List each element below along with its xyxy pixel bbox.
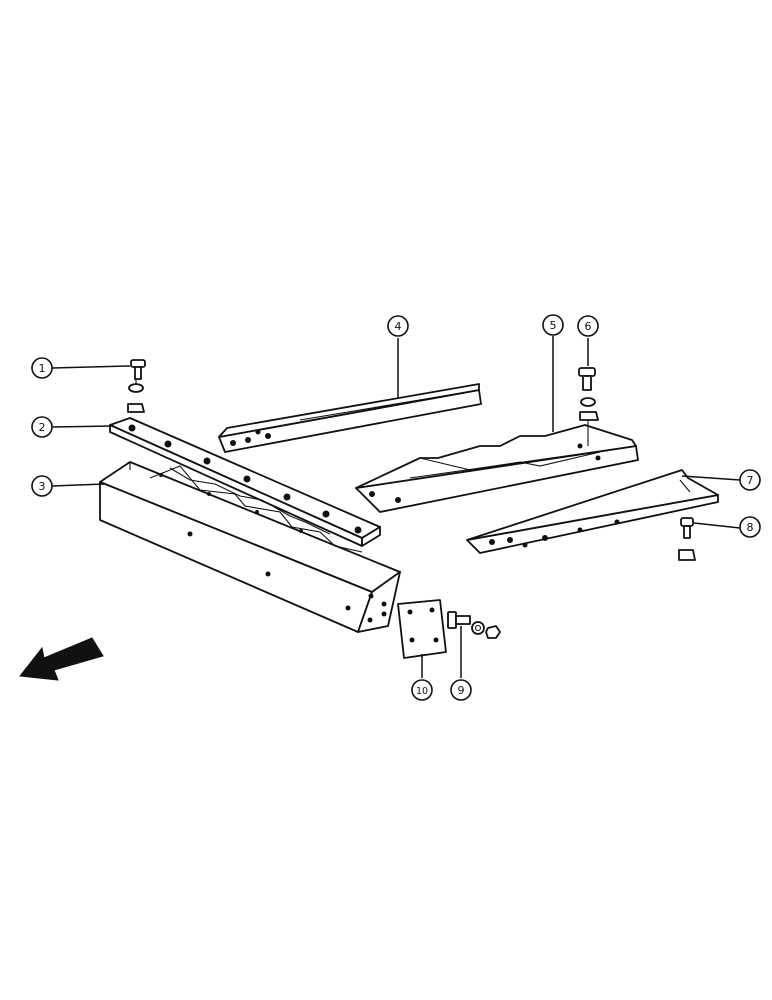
callout-1: 1 xyxy=(31,357,53,379)
callout-circle xyxy=(31,475,53,497)
callout-8: 8 xyxy=(739,516,761,538)
rail-right-part xyxy=(466,469,719,554)
leader-lines xyxy=(51,336,741,678)
callout-label: 2 xyxy=(39,421,46,434)
callout-6: 6 xyxy=(577,315,599,337)
callout-circle xyxy=(577,315,599,337)
callout-circle xyxy=(387,315,409,337)
callout-label: 9 xyxy=(458,684,465,697)
bolt-right-part xyxy=(678,517,696,561)
callout-circle xyxy=(31,357,53,379)
bolt-end-part xyxy=(447,611,501,639)
callout-label: 7 xyxy=(747,474,754,487)
beam-part xyxy=(99,461,401,633)
callout-circle xyxy=(450,679,472,701)
callout-label: 8 xyxy=(747,521,754,534)
arrow-icon xyxy=(19,637,104,681)
callout-circle xyxy=(542,314,564,336)
callout-circle xyxy=(739,469,761,491)
callout-label: 4 xyxy=(395,320,402,333)
callout-10: 10 xyxy=(411,679,433,701)
rail-center-part xyxy=(355,424,639,513)
callout-label: 10 xyxy=(416,686,428,697)
callout-label: 5 xyxy=(550,319,557,332)
callout-7: 7 xyxy=(739,469,761,491)
callouts: 1 2 3 4 5 6 7 8 9 10 xyxy=(31,314,761,701)
callout-label: 6 xyxy=(585,320,592,333)
callout-label: 3 xyxy=(39,480,46,493)
callout-label: 1 xyxy=(39,362,46,375)
callout-circle xyxy=(31,416,53,438)
end-plate-part xyxy=(397,599,447,659)
callout-5: 5 xyxy=(542,314,564,336)
rail-left-part xyxy=(218,383,482,453)
callout-circle xyxy=(739,516,761,538)
callout-2: 2 xyxy=(31,416,53,438)
bolt-part xyxy=(127,359,146,413)
callout-circle xyxy=(411,679,433,701)
callout-9: 9 xyxy=(450,679,472,701)
plate-part xyxy=(109,417,381,547)
callout-4: 4 xyxy=(387,315,409,337)
bolt-top-part xyxy=(578,367,599,446)
callout-3: 3 xyxy=(31,475,53,497)
